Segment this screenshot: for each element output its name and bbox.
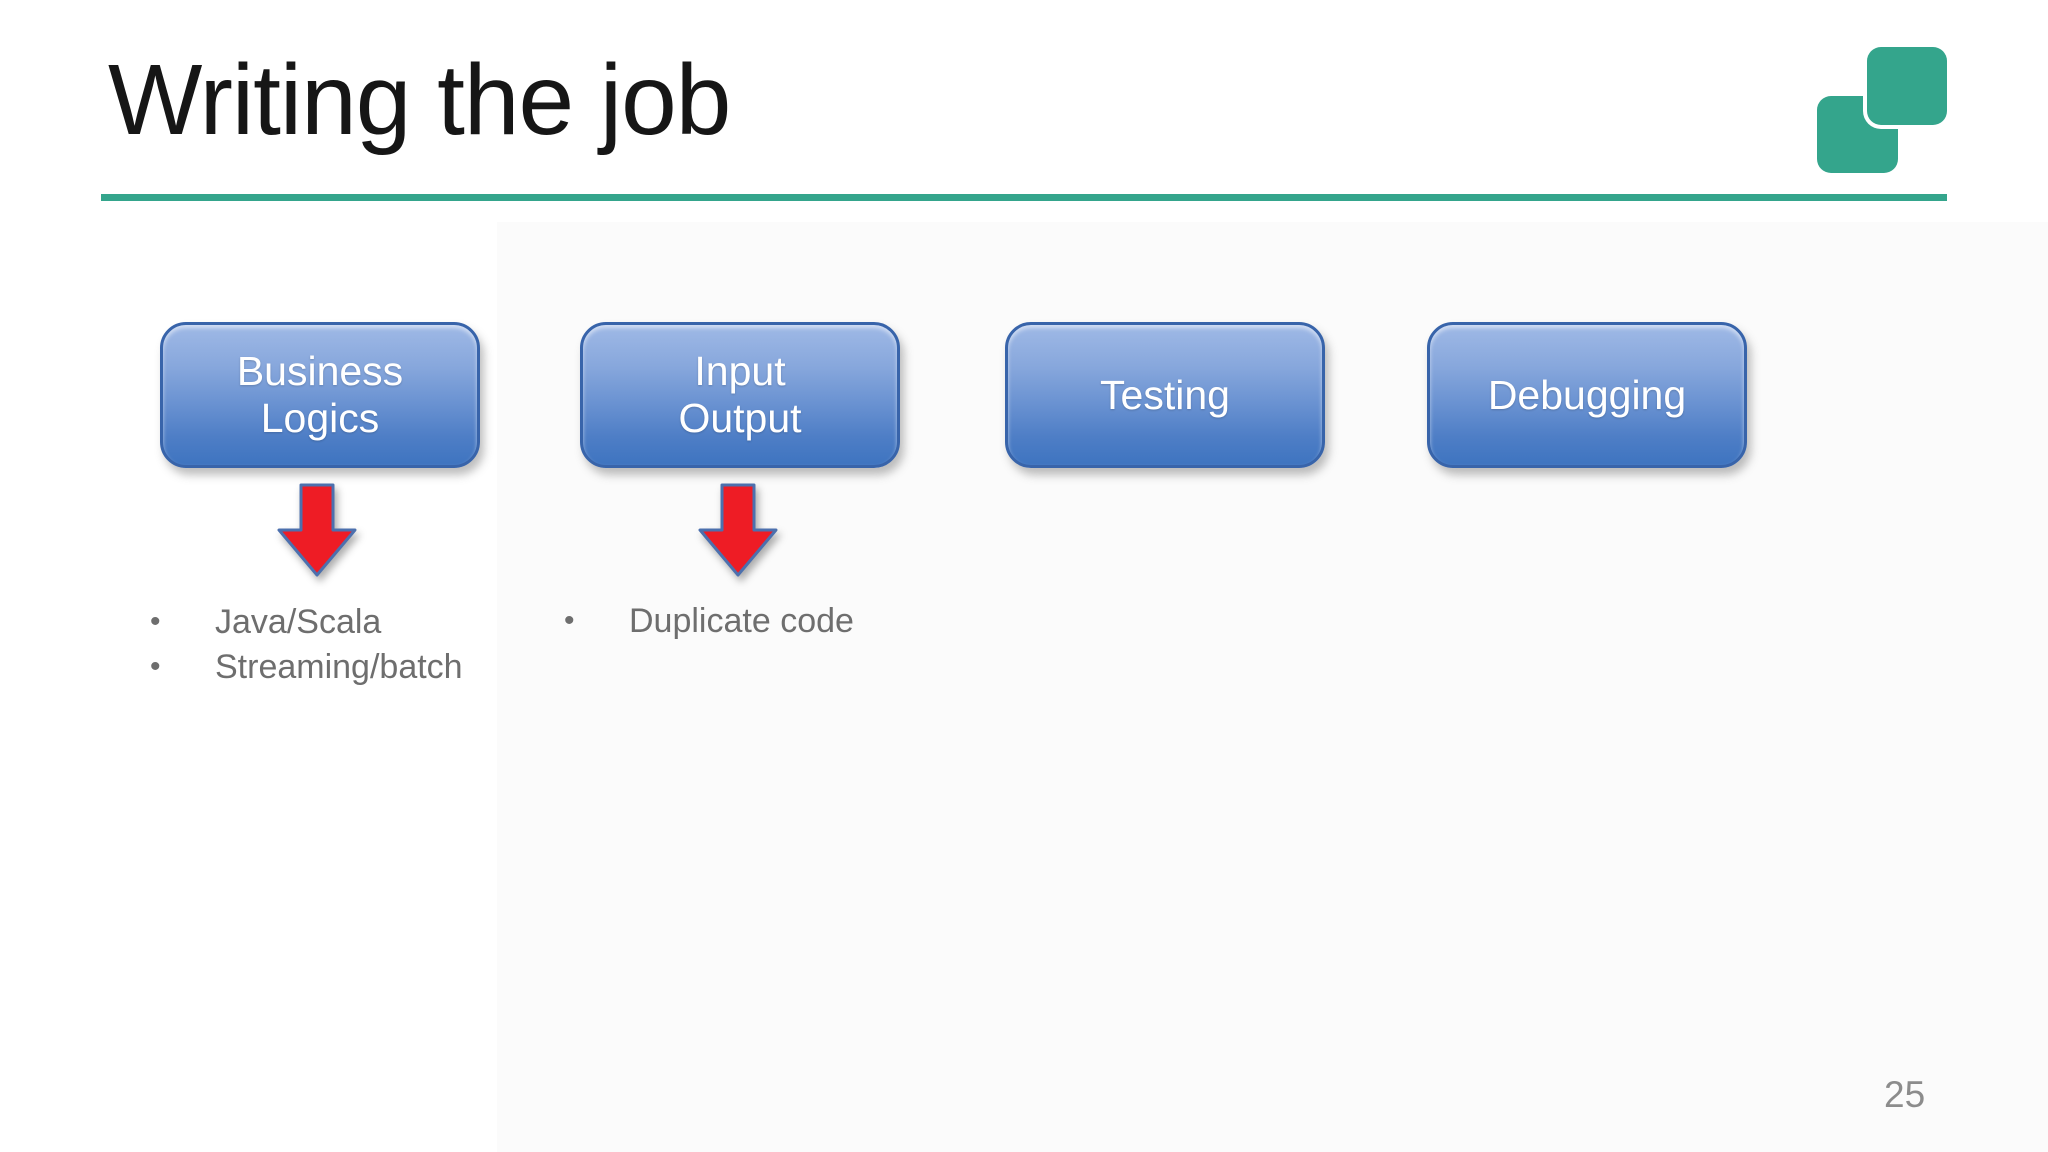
page-number: 25: [1884, 1074, 1926, 1115]
flow-box-label: Debugging: [1487, 371, 1687, 418]
list-item: • Streaming/batch: [140, 645, 463, 690]
bullet-text: Duplicate code: [629, 602, 854, 640]
bullet-list-input-output: • Duplicate code: [554, 599, 854, 644]
bullet-text: Java/Scala: [215, 603, 382, 641]
down-arrow-icon: [698, 483, 778, 577]
flow-box-input-output: Input Output: [580, 322, 900, 468]
flow-box-debugging: Debugging: [1427, 322, 1747, 468]
list-item: • Duplicate code: [554, 599, 854, 644]
bullet-dot: •: [150, 650, 161, 683]
title-underline: [101, 194, 1947, 201]
flow-box-label: Testing: [1100, 371, 1230, 418]
bullet-dot: •: [564, 604, 575, 637]
flow-box-label: Business Logics: [236, 348, 404, 441]
flow-box-label: Input Output: [678, 348, 802, 441]
bullet-list-business-logics: • Java/Scala • Streaming/batch: [140, 600, 463, 690]
bullet-dot: •: [150, 605, 161, 638]
flow-box-testing: Testing: [1005, 322, 1325, 468]
logo-square-front: [1867, 47, 1947, 125]
down-arrow-icon: [277, 483, 357, 577]
bullet-text: Streaming/batch: [215, 648, 463, 686]
brand-logo-icon: [1817, 47, 1950, 173]
page-title: Writing the job: [108, 44, 731, 156]
flow-box-business-logics: Business Logics: [160, 322, 480, 468]
list-item: • Java/Scala: [140, 600, 463, 645]
